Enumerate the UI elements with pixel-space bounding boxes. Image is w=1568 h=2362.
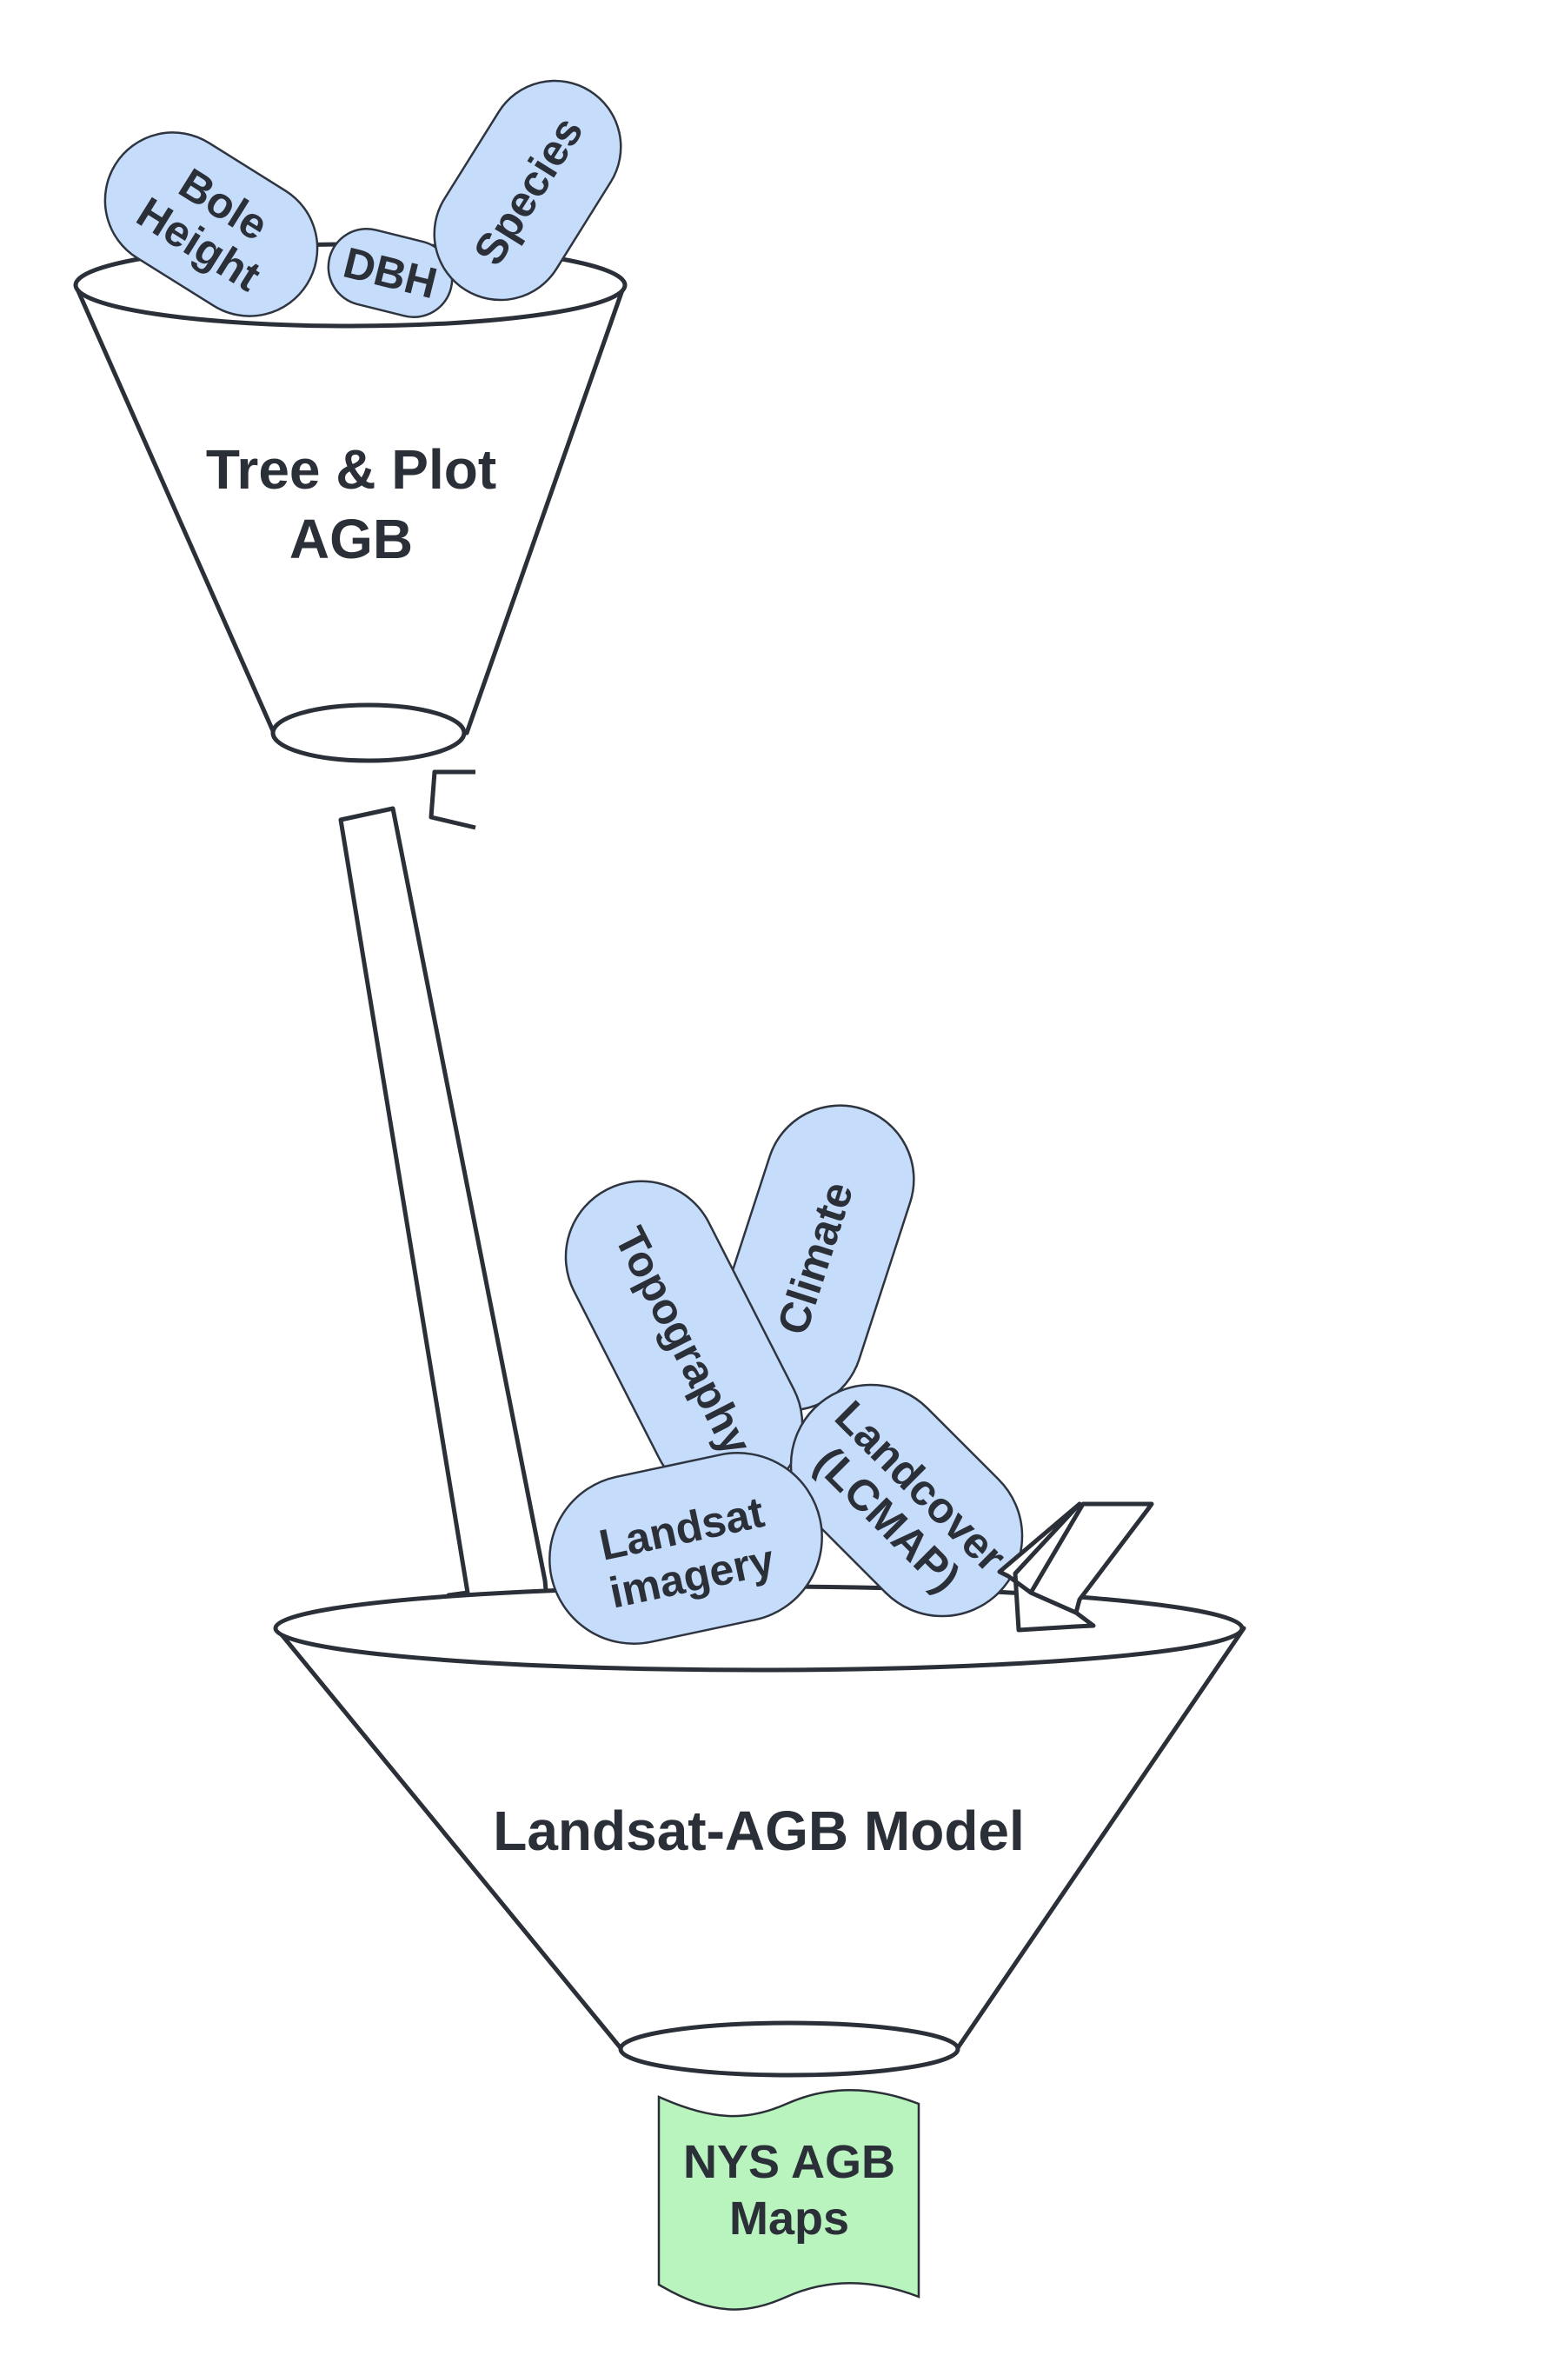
funnel-landsat-agb-model: Landsat-AGB Model xyxy=(273,1584,1246,2078)
funnel-model-spout xyxy=(618,2020,960,2078)
pill-bole-height-shape xyxy=(103,131,319,317)
output-nys-agb-maps: NYS AGB Maps xyxy=(657,2089,920,2311)
flow-arrow-stub xyxy=(429,769,476,830)
pill-bole-height: Bole Height xyxy=(103,131,319,317)
funnel-tree-plot-spout xyxy=(270,702,467,763)
funnel-tree-plot-label-line1: Tree & Plot xyxy=(206,438,496,501)
pill-species-shape xyxy=(433,79,622,302)
funnel-model-label: Landsat-AGB Model xyxy=(493,1800,1025,1862)
pill-dbh-shape xyxy=(327,227,454,319)
pill-landcover-shape xyxy=(789,1383,1024,1618)
flow-arrow-to-model xyxy=(338,806,548,1640)
pill-landsat-imagery-shape xyxy=(548,1452,823,1645)
funnel-tree-plot: Tree & Plot AGB xyxy=(73,242,628,763)
flow-arrow-from-landcover xyxy=(997,1501,1096,1633)
output-document-shape xyxy=(657,2089,920,2311)
output-label-line1: NYS AGB xyxy=(683,2136,895,2188)
funnel-tree-plot-label-line2: AGB xyxy=(289,508,413,570)
pill-species: Species xyxy=(433,79,622,302)
output-label-line2: Maps xyxy=(729,2192,849,2245)
pill-landsat-imagery: Landsat imagery xyxy=(548,1452,823,1645)
flow-arrow-from-landcover-shaft xyxy=(1028,1501,1154,1615)
pill-dbh: DBH xyxy=(327,227,454,319)
